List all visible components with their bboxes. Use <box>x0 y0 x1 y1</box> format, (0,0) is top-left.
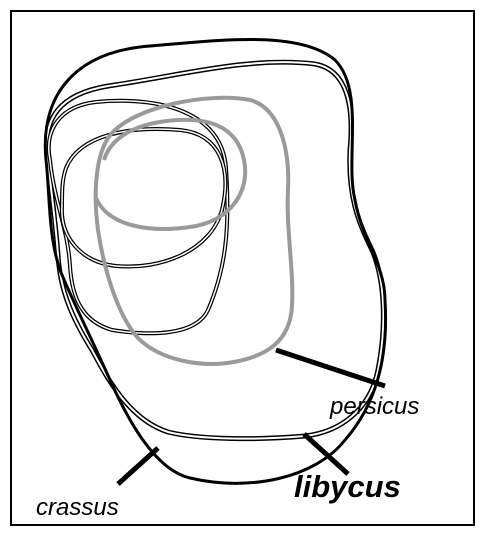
persicus-leader <box>276 350 385 386</box>
inner-circle-outline <box>62 129 225 266</box>
label-crassus: crassus <box>36 494 119 521</box>
label-libycus: libycus <box>294 469 401 504</box>
figure-border <box>11 11 474 525</box>
label-persicus: persicus <box>329 393 419 420</box>
crassus-leader <box>118 448 158 484</box>
libycus-outline <box>47 62 384 438</box>
